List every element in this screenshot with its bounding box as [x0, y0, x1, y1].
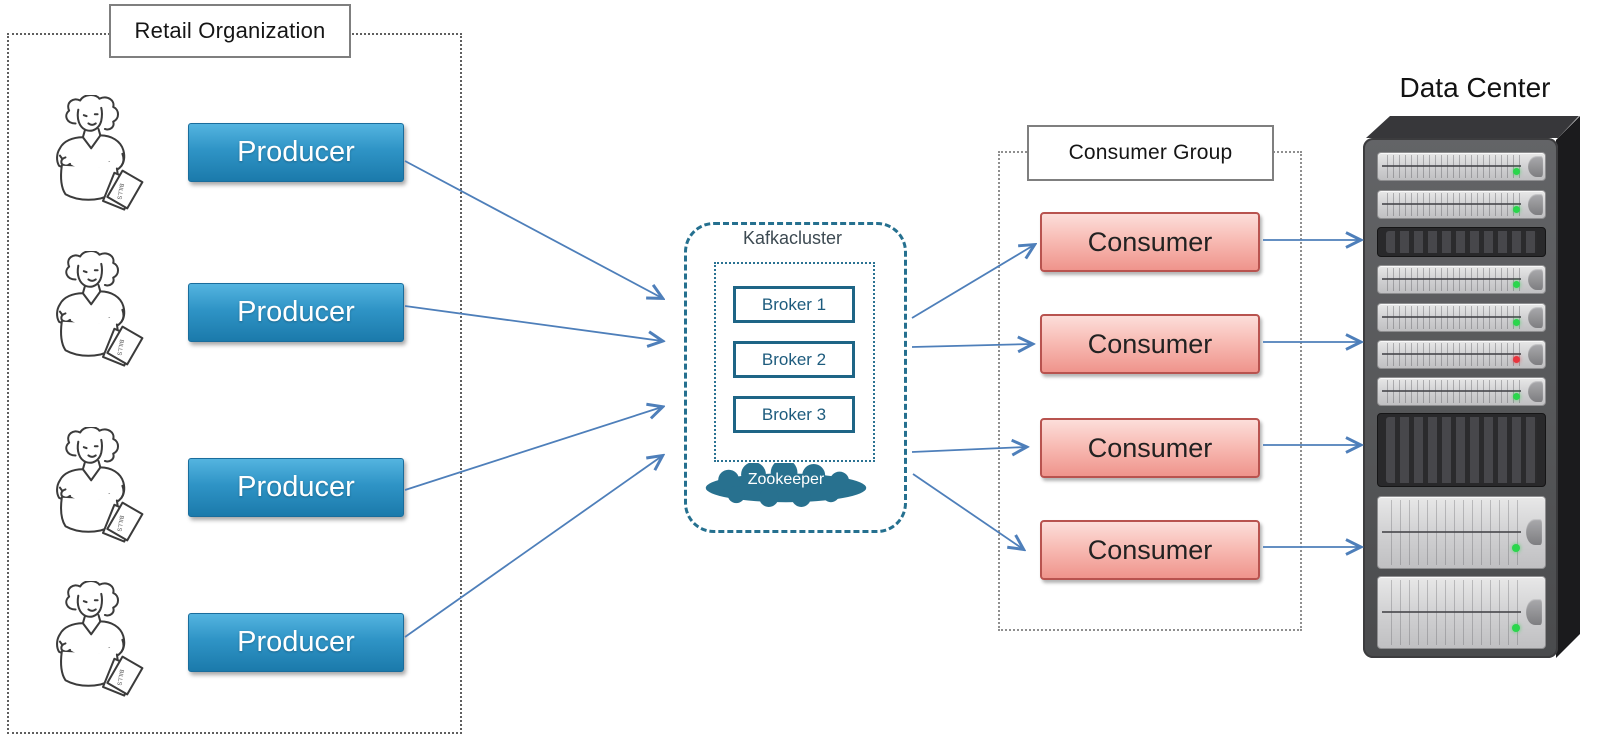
broker-box-2: Broker 2 — [733, 341, 855, 378]
green-led-indicator — [1513, 206, 1520, 213]
rack-units — [1377, 138, 1546, 658]
kafka-cluster-title: Kafkacluster — [742, 228, 843, 248]
rack-unit — [1377, 377, 1546, 406]
rack-unit-divider — [1382, 611, 1521, 613]
rack-unit-handle — [1528, 344, 1543, 365]
rack-unit — [1377, 303, 1546, 332]
retail-organization-label: Retail Organization — [109, 4, 351, 58]
rack-unit-handle — [1526, 599, 1542, 625]
green-led-indicator — [1513, 281, 1520, 288]
kafka-cluster-box — [684, 222, 907, 533]
rack-unit-handle — [1528, 269, 1543, 290]
consumer-group-label: Consumer Group — [1027, 125, 1274, 181]
retail-organization-title: Retail Organization — [134, 18, 326, 43]
producer-box-1: Producer — [188, 123, 404, 182]
rack-unit-handle — [1528, 307, 1543, 328]
rack-unit — [1377, 190, 1546, 219]
woman-with-bills-icon — [36, 251, 150, 375]
rack-unit — [1377, 227, 1546, 257]
green-led-indicator — [1513, 319, 1520, 326]
green-led-indicator — [1512, 624, 1520, 632]
producer-box-3: Producer — [188, 458, 404, 517]
rack-unit-handle — [1528, 194, 1543, 215]
broker-box-3: Broker 3 — [733, 396, 855, 433]
broker-container-box — [714, 262, 875, 462]
red-led-indicator — [1513, 356, 1520, 363]
server-rack-side-face — [1556, 116, 1580, 658]
green-led-indicator — [1513, 393, 1520, 400]
rack-unit — [1377, 265, 1546, 294]
zookeeper-label: Zookeeper — [747, 471, 825, 488]
rack-unit-divider — [1382, 390, 1521, 392]
rack-unit-divider — [1382, 203, 1521, 205]
woman-with-bills-icon — [36, 95, 150, 219]
consumer-label: Consumer — [1087, 226, 1213, 257]
producer-label: Producer — [237, 626, 355, 658]
rack-unit — [1377, 413, 1546, 487]
rack-unit — [1377, 576, 1546, 649]
green-led-indicator — [1512, 544, 1520, 552]
rack-unit-vents — [1386, 417, 1537, 483]
rack-unit-divider — [1382, 165, 1521, 167]
broker-label: Broker 3 — [761, 404, 827, 424]
producer-box-2: Producer — [188, 283, 404, 342]
rack-unit-divider — [1382, 353, 1521, 355]
consumer-box-2: Consumer — [1040, 314, 1260, 374]
rack-unit-vents — [1386, 231, 1537, 253]
broker-label: Broker 2 — [761, 349, 827, 369]
rack-unit-divider — [1382, 316, 1521, 318]
broker-box-1: Broker 1 — [733, 286, 855, 323]
broker-label: Broker 1 — [761, 294, 827, 314]
woman-with-bills-icon — [36, 581, 150, 705]
producer-box-4: Producer — [188, 613, 404, 672]
rack-unit — [1377, 496, 1546, 569]
rack-unit-divider — [1382, 531, 1521, 533]
server-rack-top-face — [1366, 116, 1579, 138]
rack-unit-handle — [1528, 156, 1543, 177]
woman-with-bills-icon — [36, 427, 150, 551]
data-center-title: Data Center — [1399, 72, 1551, 103]
consumer-group-title: Consumer Group — [1068, 141, 1233, 164]
producer-label: Producer — [237, 136, 355, 168]
consumer-box-3: Consumer — [1040, 418, 1260, 478]
consumer-box-4: Consumer — [1040, 520, 1260, 580]
producer-label: Producer — [237, 471, 355, 503]
producer-label: Producer — [237, 296, 355, 328]
green-led-indicator — [1513, 168, 1520, 175]
rack-unit — [1377, 152, 1546, 181]
rack-unit-handle — [1528, 381, 1543, 402]
rack-unit — [1377, 340, 1546, 369]
consumer-label: Consumer — [1087, 328, 1213, 359]
consumer-label: Consumer — [1087, 432, 1213, 463]
rack-unit-handle — [1526, 519, 1542, 545]
consumer-label: Consumer — [1087, 534, 1213, 565]
rack-unit-divider — [1382, 278, 1521, 280]
consumer-box-1: Consumer — [1040, 212, 1260, 272]
